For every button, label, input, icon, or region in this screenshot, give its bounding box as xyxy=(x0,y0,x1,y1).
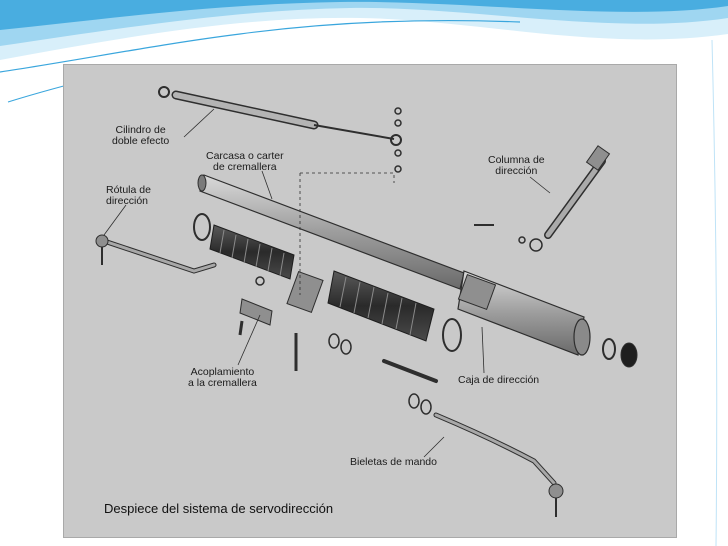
top-wave-dark xyxy=(0,0,728,30)
top-wave-mid xyxy=(0,0,728,46)
steering-box xyxy=(602,338,638,368)
right-edge-line xyxy=(711,39,718,546)
steering-column xyxy=(474,145,611,252)
wave-line-1 xyxy=(0,19,521,73)
power-steering-exploded-view xyxy=(95,86,638,517)
label-carcasa-line2: de cremallera xyxy=(213,161,277,173)
label-rotula-line1: Rótula de xyxy=(106,184,151,196)
rack-coupling xyxy=(238,276,298,371)
right-tie-rod xyxy=(328,333,564,517)
label-acoplamiento-line1: Acoplamiento xyxy=(190,366,255,378)
label-caja: Caja de dirección xyxy=(458,374,540,386)
label-acoplamiento-line2: a la cremallera xyxy=(188,377,257,389)
label-carcasa-line1: Carcasa o carter xyxy=(206,150,284,162)
left-tie-rod xyxy=(95,234,217,274)
label-cilindro-line2: doble efecto xyxy=(112,135,170,147)
label-cilindro-line1: Cilindro de xyxy=(115,124,166,136)
label-bieletas: Bieletas de mando xyxy=(350,456,437,468)
label-rotula-line2: dirección xyxy=(106,195,149,207)
bellows-boots xyxy=(193,213,462,352)
label-acoplamiento: Acoplamiento a la cremallera xyxy=(188,367,257,389)
figure-caption: Despiece del sistema de servodirección xyxy=(104,501,334,516)
label-columna: Columna de dirección xyxy=(488,155,545,177)
label-carcasa: Carcasa o carter de cremallera xyxy=(206,151,284,173)
label-rotula: Rótula de dirección xyxy=(106,185,151,207)
rack-housing xyxy=(197,174,591,356)
label-columna-line1: Columna de xyxy=(488,154,545,166)
exploded-diagram-panel: Cilindro de doble efecto Carcasa o carte… xyxy=(63,64,677,538)
leader-lines xyxy=(103,108,551,458)
double-acting-cylinder xyxy=(158,86,402,173)
label-columna-line2: dirección xyxy=(495,165,538,177)
label-cilindro: Cilindro de doble efecto xyxy=(112,125,169,147)
